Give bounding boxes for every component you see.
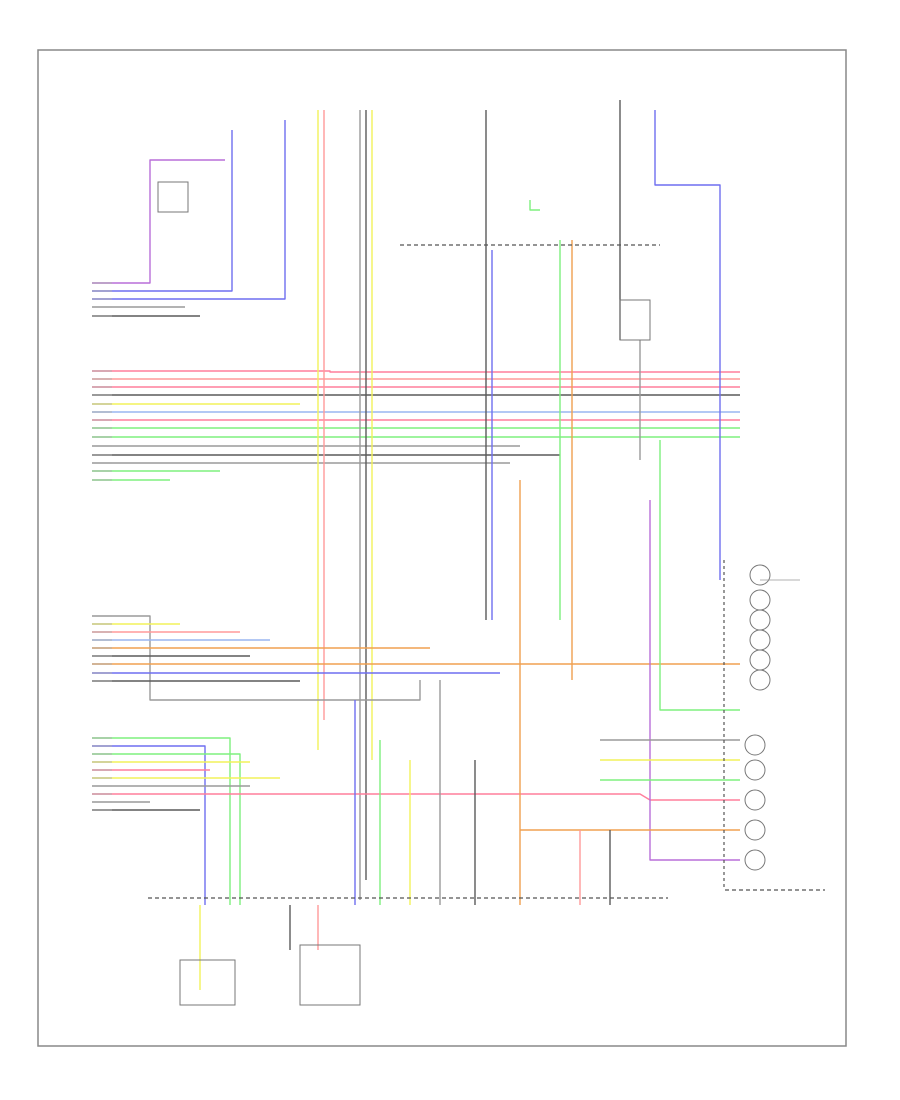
- wire-blue-top-b: [92, 120, 286, 300]
- wire-blue-top-a: [92, 130, 233, 292]
- wire-blue-right: [654, 110, 721, 580]
- wire-pink-low-long: [92, 793, 740, 801]
- indicator-lamp: [749, 589, 771, 611]
- wire-blue-low: [92, 745, 206, 905]
- indicator-lamp: [749, 649, 771, 671]
- throttle-sensor: [299, 944, 361, 1006]
- warning-lamp: [744, 734, 766, 756]
- warning-lamp: [744, 849, 766, 871]
- indicator-lamp: [749, 629, 771, 651]
- indicator-lamp: [749, 609, 771, 631]
- wire-green-low: [92, 737, 231, 905]
- wire-violet-right: [649, 500, 740, 861]
- warning-lamp: [744, 759, 766, 781]
- wire-pink-1: [92, 370, 740, 373]
- wire-green-right: [659, 440, 740, 711]
- wire-gray-mid: [92, 615, 421, 701]
- relay-top: [157, 181, 189, 213]
- wire-green-low-2: [92, 753, 241, 905]
- warning-lamp: [744, 819, 766, 841]
- component-layer: [92, 181, 825, 1006]
- solenoid-block: [179, 959, 236, 1006]
- wire-violet-top: [92, 159, 225, 284]
- switch-box-right: [619, 299, 651, 341]
- wire-green-switch: [529, 200, 540, 211]
- wire-layer: [92, 100, 740, 990]
- indicator-lamp: [749, 669, 771, 691]
- warning-lamp: [744, 789, 766, 811]
- indicator-lamp: [749, 564, 771, 586]
- diagram-frame: [37, 49, 847, 1047]
